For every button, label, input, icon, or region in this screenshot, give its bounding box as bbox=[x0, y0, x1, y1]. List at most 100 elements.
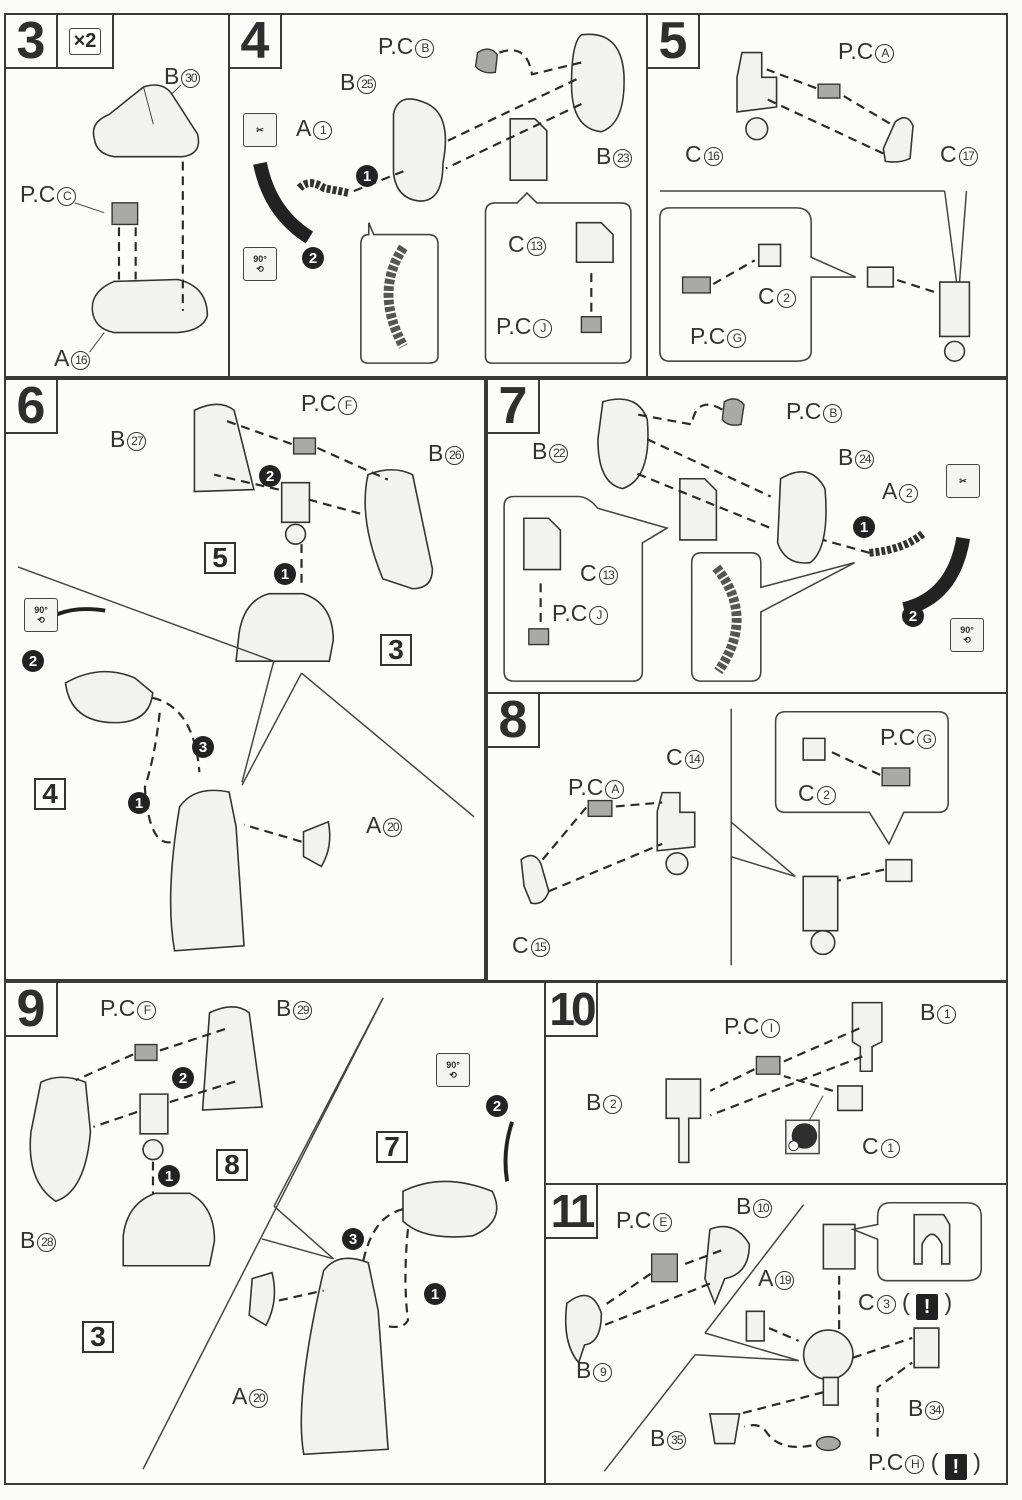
part-pc-a bbox=[817, 83, 841, 99]
part-7-assembly bbox=[402, 1180, 498, 1238]
part-pc-i bbox=[755, 1055, 781, 1075]
step-7-illustration bbox=[503, 398, 971, 682]
step-number: 5 bbox=[648, 15, 700, 69]
detail-callout-hose bbox=[360, 222, 439, 364]
step-8-illustration bbox=[520, 708, 949, 966]
part-c2 bbox=[802, 737, 826, 761]
part-b9 bbox=[564, 1294, 603, 1365]
part-pc-j bbox=[580, 315, 602, 334]
step-badge-1b: 1 bbox=[424, 1283, 446, 1305]
rotate-90-icon: 90°⟲ bbox=[243, 247, 277, 281]
step-badge-1b: 1 bbox=[128, 792, 150, 814]
step-badge-2: 2 bbox=[302, 247, 324, 269]
part-pc-e bbox=[650, 1253, 679, 1283]
step-number: 7 bbox=[488, 380, 540, 434]
part-4-assembly bbox=[64, 670, 154, 724]
step-badge-2b: 2 bbox=[486, 1095, 508, 1117]
ref-step-4: 4 bbox=[34, 778, 66, 810]
ref-step-3: 3 bbox=[380, 634, 412, 666]
part-b24 bbox=[776, 471, 827, 564]
step-4-illustration bbox=[253, 33, 632, 364]
caution-icon: ! bbox=[944, 1454, 967, 1480]
caution-icon: ! bbox=[916, 1294, 939, 1320]
part-b28 bbox=[29, 1076, 92, 1203]
part-c3 bbox=[822, 1223, 856, 1270]
step-6-illustration bbox=[17, 403, 475, 952]
part-a19 bbox=[745, 1310, 765, 1342]
detail-callout-c2 bbox=[659, 207, 857, 362]
part-b27 bbox=[193, 403, 255, 493]
step-3-illustration bbox=[74, 84, 209, 353]
step-number: 6 bbox=[6, 380, 58, 434]
part-c2 bbox=[757, 243, 782, 268]
part-b25 bbox=[392, 98, 447, 202]
step-badge-2: 2 bbox=[259, 465, 281, 487]
part-pc-c bbox=[111, 202, 139, 226]
part-pc-f bbox=[134, 1043, 158, 1062]
part-pc-b bbox=[474, 48, 499, 74]
step-number: 9 bbox=[6, 983, 58, 1037]
part-b26 bbox=[364, 468, 434, 590]
step-badge-3: 3 bbox=[192, 736, 214, 758]
step-badge-1: 1 bbox=[853, 516, 875, 538]
part-body bbox=[169, 789, 245, 952]
rotate-90-icon: 90°⟲ bbox=[950, 618, 984, 652]
step-number: 3 bbox=[6, 15, 58, 69]
part-pc-j bbox=[528, 628, 550, 646]
step-badge-1: 1 bbox=[356, 165, 378, 187]
step-11-illustration bbox=[564, 1201, 983, 1472]
step-badge-1: 1 bbox=[274, 563, 296, 585]
quantity-multiplier: ×2 bbox=[56, 15, 114, 69]
part-c14 bbox=[656, 791, 696, 852]
part-b30 bbox=[92, 84, 200, 158]
step-badge-3: 3 bbox=[342, 1228, 364, 1250]
part-c15 bbox=[520, 854, 550, 905]
step-badge-2b: 2 bbox=[22, 650, 44, 672]
part-pc-g bbox=[681, 276, 711, 294]
part-b29 bbox=[201, 1006, 264, 1111]
part-pc-f bbox=[292, 437, 317, 455]
step-number: 4 bbox=[230, 15, 282, 69]
step-badge-2: 2 bbox=[172, 1067, 194, 1089]
part-8-assembly bbox=[139, 1093, 169, 1135]
